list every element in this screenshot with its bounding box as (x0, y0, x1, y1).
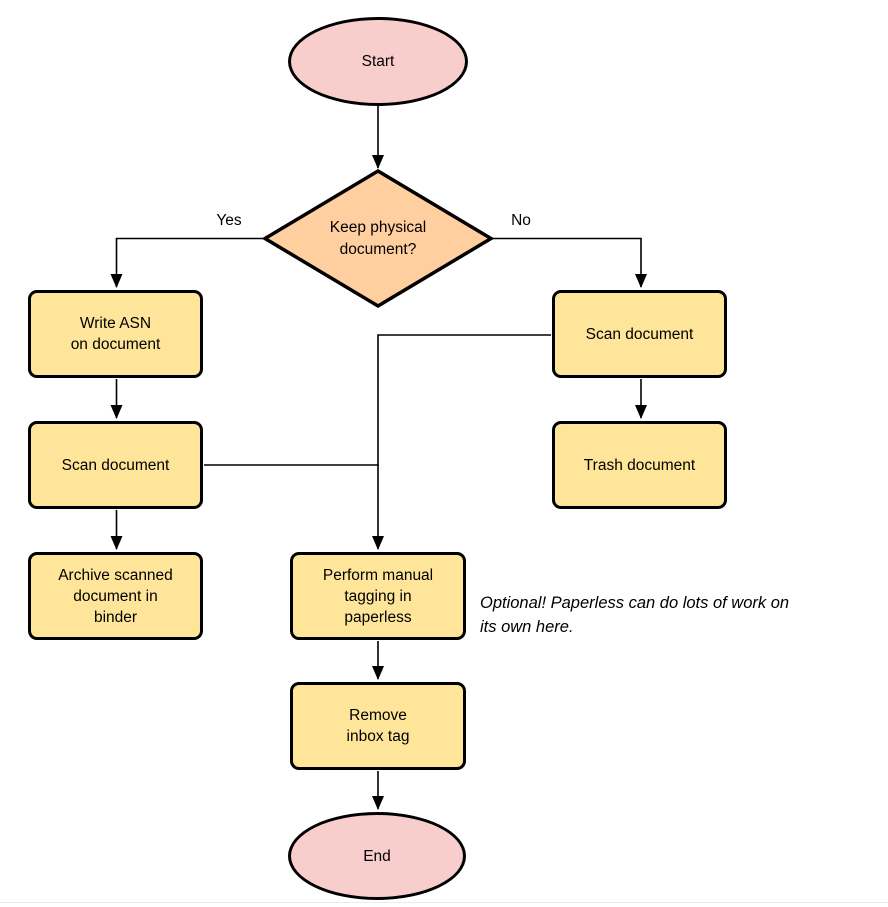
edge-scan-right-to-tagging (372, 334, 551, 550)
edge-label-yes: Yes (216, 212, 242, 229)
node-write-asn: Write ASN on document (28, 290, 203, 378)
bottom-divider (0, 902, 888, 903)
node-scan-document-left: Scan document (28, 421, 203, 509)
edge-decision-yes-to-write-asn (110, 237, 265, 288)
annotation-optional-note: Optional! Paperless can do lots of work … (480, 594, 790, 636)
node-end: End (288, 812, 466, 900)
node-archive-binder: Archive scanned document in binder (28, 552, 203, 640)
node-decision-keep-physical: Keep physical document? (329, 219, 427, 258)
edge-decision-no-to-scan-right (491, 237, 647, 288)
node-start: Start (288, 17, 468, 106)
node-trash-document: Trash document (552, 421, 727, 509)
edge-label-no: No (511, 212, 531, 229)
decision-diamond-shape (261, 168, 495, 309)
node-scan-document-right: Scan document (552, 290, 727, 378)
node-perform-manual-tagging: Perform manual tagging in paperless (290, 552, 466, 640)
node-remove-inbox-tag: Remove inbox tag (290, 682, 466, 770)
